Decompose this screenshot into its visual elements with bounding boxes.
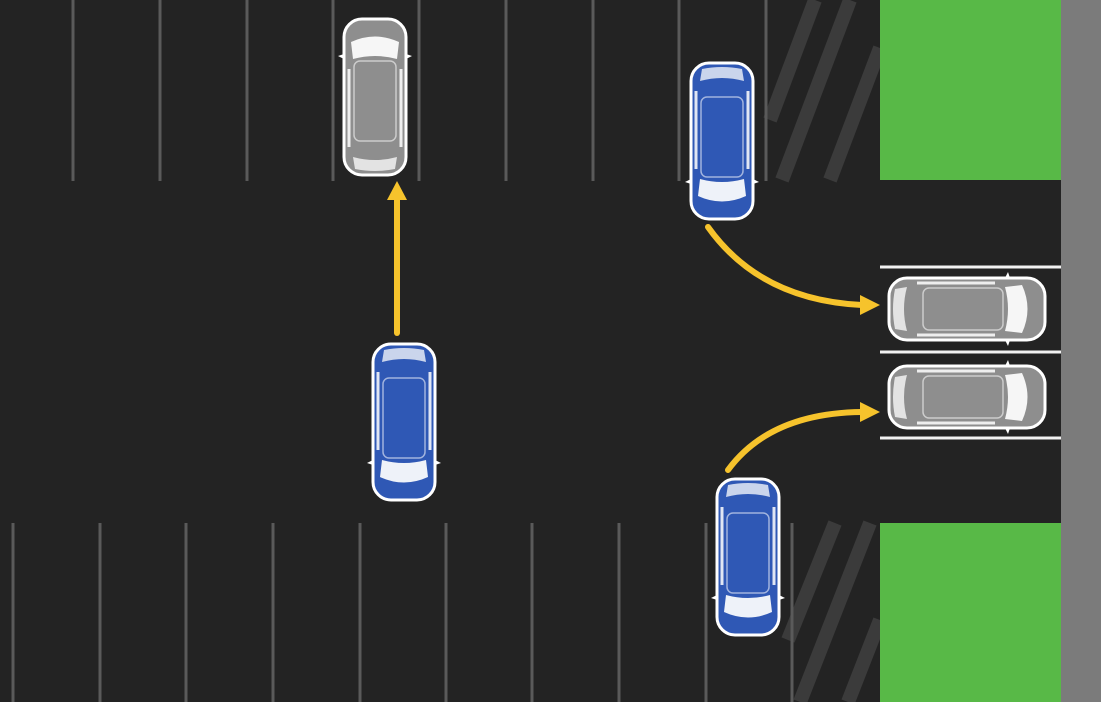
grass-top <box>880 0 1061 180</box>
car-top-parked <box>336 17 414 177</box>
bottom-hatch-zone <box>781 520 887 702</box>
right-stall-lines <box>880 265 1061 440</box>
car-center-moving <box>365 342 443 502</box>
arrow-curve-to-upper-stall <box>705 224 880 315</box>
top-parking-lines <box>71 0 768 181</box>
grass-bottom <box>880 523 1061 702</box>
car-stall-lower-parked <box>887 358 1047 436</box>
arrow-curve-to-lower-stall <box>725 402 880 473</box>
sidewalk <box>1061 0 1101 702</box>
top-hatch-zone <box>763 0 887 183</box>
arrow-straight-up <box>387 181 407 336</box>
car-stall-upper-parked <box>887 270 1047 348</box>
car-bottom-right-moving <box>709 477 787 637</box>
bottom-parking-lines <box>11 523 794 702</box>
car-top-right-moving <box>683 61 761 221</box>
